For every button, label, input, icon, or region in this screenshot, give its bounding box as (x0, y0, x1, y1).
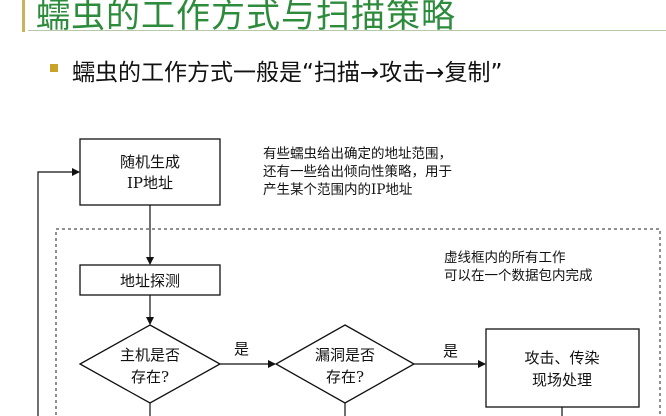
note-dashed-line1: 虚线框内的所有工作 (444, 250, 566, 266)
bullet-marker (50, 64, 58, 72)
dashed-region (55, 228, 661, 416)
node-attack-line2: 现场处理 (532, 371, 592, 389)
node-host-exists (78, 324, 222, 404)
node-random-ip (79, 138, 221, 206)
node-address-probe (79, 264, 221, 296)
label-host-yes: 是 (234, 340, 249, 358)
bullet-text: 蠕虫的工作方式一般是“扫描→攻击→复制” (72, 60, 503, 86)
node-random-ip-line2: IP地址 (127, 174, 173, 192)
note-scan-line1: 有些蠕虫给出确定的地址范围， (263, 146, 452, 162)
node-host-exists-line1: 主机是否 (120, 346, 180, 364)
edge-loop-back (37, 168, 80, 416)
title-divider (28, 30, 666, 31)
title-accent-bar (22, 0, 25, 32)
node-vuln-exists (274, 324, 416, 404)
node-random-ip-line1: 随机生成 (120, 153, 180, 171)
node-attack (485, 328, 640, 408)
note-scan-line2: 还有一些给出倾向性策略，用于 (263, 163, 452, 180)
node-address-probe-label: 地址探测 (120, 272, 180, 290)
node-host-exists-line2: 存在? (131, 368, 169, 386)
note-dashed-line2: 可以在一个数据包内完成 (444, 268, 593, 284)
label-vuln-yes: 是 (443, 342, 458, 360)
node-attack-line1: 攻击、传染 (524, 349, 599, 367)
node-vuln-exists-line2: 存在? (326, 368, 364, 386)
note-scan-line3: 产生某个范围内的IP地址 (263, 182, 412, 198)
node-vuln-exists-line1: 漏洞是否 (315, 346, 375, 364)
